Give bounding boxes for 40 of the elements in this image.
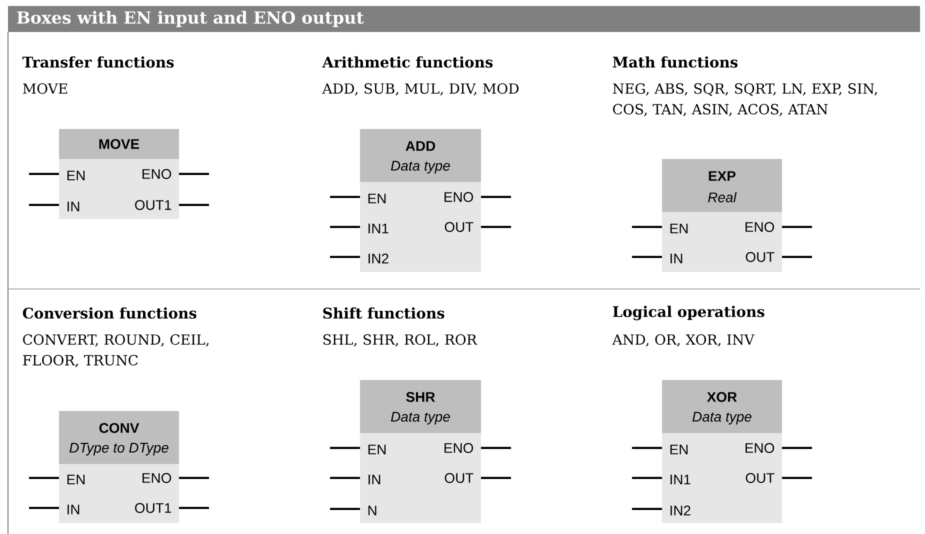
pin-label: IN [68,504,80,514]
pin-label: IN2 [670,506,690,516]
function-list: SHL, SHR, ROL, ROR [323,334,478,347]
pin-label: EN [67,170,85,180]
panel-heading: Shift functions [323,307,444,319]
function-list: CONVERT, ROUND, CEIL, FLOOR, TRUNC [23,334,208,368]
pin-label: IN [368,474,380,484]
pin-label: EN [670,224,688,234]
function-list: MOVE [22,83,68,94]
panel-heading: Transfer functions [22,56,174,68]
panel-heading: Logical operations [612,306,764,320]
panel-heading: Arithmetic functions [322,56,493,68]
title: Boxes with EN input and ENO output [17,10,364,28]
pin-label: IN1 [670,474,690,484]
pin-label: IN [68,202,80,212]
pin-label: EN [67,474,85,484]
panel-heading: Conversion functions [22,307,196,319]
pin-label: OUT1 [135,503,172,513]
pin-label: EN [670,444,688,454]
pin-label: EN [368,444,386,454]
pin-label: ENO [444,443,474,453]
function-list: ADD, SUB, MUL, DIV, MOD [322,83,519,96]
pin-label: OUT [444,473,474,483]
pin-label: IN2 [368,254,388,264]
pin-label: ENO [746,222,774,232]
pin-label: EN [368,194,386,204]
panel-heading: Math functions [612,56,738,68]
pin-label: IN [670,254,682,264]
pin-label: N [368,506,376,516]
pin-label: ENO [444,192,474,202]
pin-label: ENO [142,473,172,483]
pin-label: OUT1 [135,200,172,210]
pin-label: OUT [746,252,774,262]
pin-label: OUT [444,222,474,232]
pin-label: ENO [746,443,774,453]
function-list: NEG, ABS, SQR, SQRT, LN, EXP, SIN, COS, TAN, ASIN, ACOS, ATAN [612,83,877,116]
pin-label: ENO [142,169,172,179]
function-list: AND, OR, XOR, INV [612,334,755,347]
pin-label: IN1 [368,224,388,234]
pin-label: OUT [746,473,774,483]
